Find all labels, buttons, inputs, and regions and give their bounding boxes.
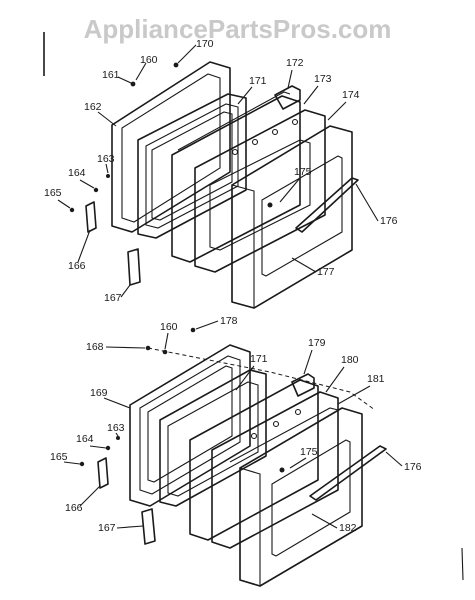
- glass-pack-lower: [159, 369, 267, 507]
- part-172-bracket: [274, 85, 301, 110]
- lower-door-window: [271, 439, 351, 557]
- label-161: 161: [102, 69, 120, 81]
- label-176-lower: 176: [404, 461, 422, 473]
- label-179: 179: [308, 337, 326, 349]
- part-176-handle-lower: [309, 445, 387, 501]
- label-166-lower: 166: [65, 502, 83, 514]
- part-176-handle: [295, 177, 359, 233]
- label-165: 165: [44, 187, 62, 199]
- label-175-lower: 175: [300, 446, 318, 458]
- glass-pack-upper: [137, 93, 247, 239]
- label-164-lower: 164: [76, 433, 94, 445]
- label-163-lower: 163: [107, 422, 125, 434]
- label-177: 177: [317, 266, 335, 278]
- lower-leader-lines: [63, 320, 403, 529]
- screw-164-lower: [105, 445, 111, 451]
- screw-164: [93, 187, 99, 193]
- screw-161: [130, 81, 136, 87]
- label-168: 168: [86, 341, 104, 353]
- part-166-hinge: [85, 201, 97, 233]
- label-160-lower: 160: [160, 321, 178, 333]
- label-169: 169: [90, 387, 108, 399]
- label-162: 162: [84, 101, 102, 113]
- part-171-liner: [171, 95, 301, 263]
- label-167-lower: 167: [98, 522, 116, 534]
- label-174: 174: [342, 89, 360, 101]
- screw-163-lower: [116, 436, 120, 440]
- screw-163: [106, 174, 110, 178]
- label-181: 181: [367, 373, 385, 385]
- part-174-177-outer-door: [231, 125, 353, 309]
- part-162-rear-frame: [111, 61, 231, 233]
- part-169-rear-frame: [129, 344, 251, 507]
- lower-door-assembly: [79, 327, 387, 587]
- watermark: AppliancePartsPros.com: [83, 14, 392, 44]
- label-176: 176: [380, 215, 398, 227]
- screw-165: [69, 207, 75, 213]
- part-171-liner-lower: [189, 379, 319, 541]
- label-173: 173: [314, 73, 332, 85]
- part-181-strip: [229, 407, 339, 463]
- upper-callout-labels: 160 170 161 171 172 173 174 162 163 164 …: [44, 38, 398, 304]
- lower-callout-labels: 160 178 168 171 179 180 181 169 163 164 …: [50, 315, 422, 534]
- part-179-bracket: [291, 373, 315, 397]
- label-163: 163: [97, 153, 115, 165]
- screw-170: [173, 62, 179, 68]
- label-171-lower: 171: [250, 353, 268, 365]
- label-166: 166: [68, 260, 86, 272]
- label-164: 164: [68, 167, 86, 179]
- label-182: 182: [339, 522, 357, 534]
- label-180: 180: [341, 354, 359, 366]
- upper-door-assembly: [69, 61, 359, 309]
- upper-door-window: [261, 155, 343, 277]
- screw-178: [190, 327, 196, 333]
- label-167: 167: [104, 292, 122, 304]
- label-165-lower: 165: [50, 451, 68, 463]
- part-180-panel: [211, 391, 339, 549]
- screw-160-lower: [162, 349, 168, 355]
- label-160: 160: [140, 54, 158, 66]
- part-167-clip-lower: [141, 508, 156, 545]
- label-170: 170: [196, 38, 214, 50]
- label-172: 172: [286, 57, 304, 69]
- label-178: 178: [220, 315, 238, 327]
- screw-165-lower: [79, 461, 85, 467]
- label-171: 171: [249, 75, 267, 87]
- part-166-hinge-lower: [97, 457, 109, 489]
- bottom-right-mark: [461, 547, 464, 581]
- label-175: 175: [294, 166, 312, 178]
- screw-168: [145, 345, 151, 351]
- part-167-clip: [127, 248, 141, 286]
- upper-leader-lines: [57, 44, 379, 298]
- part-173-panel: [194, 109, 326, 273]
